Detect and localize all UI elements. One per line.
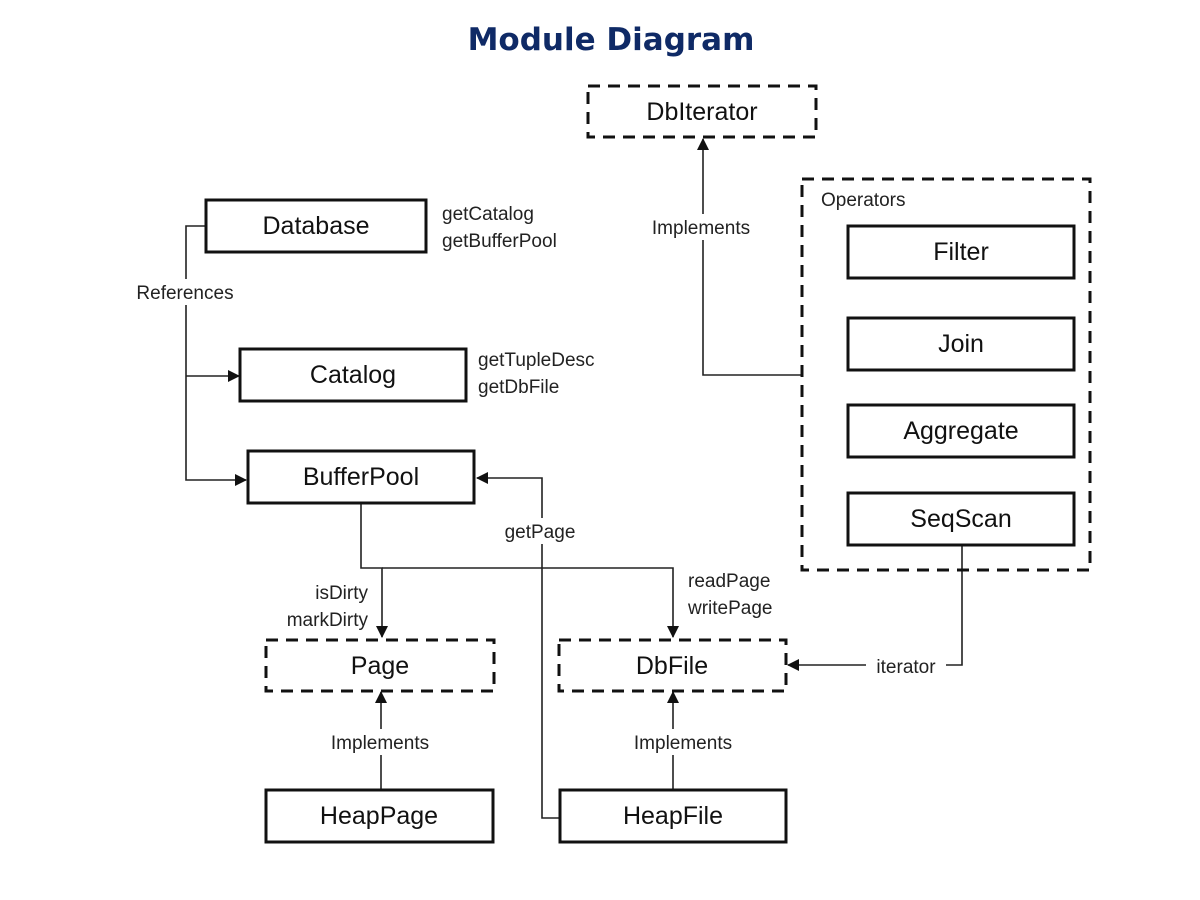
dbfile-label: DbFile	[636, 652, 708, 680]
catalog-method-gettupledesc: getTupleDesc	[478, 350, 595, 371]
filter-label: Filter	[933, 238, 989, 266]
dbfile-method-writepage: writePage	[687, 598, 773, 619]
dbfile-box	[557, 638, 788, 693]
getpage-label: getPage	[505, 522, 576, 543]
database-method-getcatalog: getCatalog	[442, 204, 534, 225]
bufferpool-to-page-connector	[360, 503, 388, 638]
filter-box	[846, 224, 1076, 280]
join-label: Join	[938, 330, 984, 358]
catalog-method-getdbfile: getDbFile	[478, 377, 559, 398]
dbiterator-box	[586, 84, 818, 139]
aggregate-box	[846, 403, 1076, 459]
dbfile-method-readpage: readPage	[688, 571, 770, 592]
operators-group	[800, 177, 1092, 572]
bufferpool-label: BufferPool	[303, 463, 419, 491]
seqscan-box	[846, 491, 1076, 547]
join-box	[846, 316, 1076, 372]
catalog-label: Catalog	[310, 361, 396, 389]
implements-dbfile-label: Implements	[634, 733, 732, 754]
page-method-isdirty: isDirty	[315, 583, 368, 604]
database-label: Database	[262, 212, 369, 240]
references-label: References	[136, 283, 233, 304]
page-box	[264, 638, 496, 693]
page-label: Page	[351, 652, 409, 680]
implements-dbiterator-label: Implements	[652, 218, 750, 239]
bufferpool-box	[246, 449, 476, 505]
database-method-getbufferpool: getBufferPool	[442, 231, 557, 252]
database-box	[204, 198, 428, 254]
heappage-label: HeapPage	[320, 802, 438, 830]
seqscan-label: SeqScan	[910, 505, 1011, 533]
heappage-box	[264, 788, 495, 844]
implements-page-label: Implements	[331, 733, 429, 754]
references-connector	[185, 225, 247, 486]
iterator-label: iterator	[876, 657, 936, 678]
catalog-box	[238, 347, 468, 403]
page-method-markdirty: markDirty	[287, 610, 369, 631]
heapfile-box	[558, 788, 788, 844]
bufferpool-to-dbfile-connector	[382, 567, 679, 638]
aggregate-label: Aggregate	[903, 417, 1018, 445]
operators-group-label: Operators	[821, 190, 905, 211]
slide-title: Module Diagram	[467, 22, 755, 58]
implements-dbiterator-connector	[697, 138, 802, 376]
iterator-connector	[787, 545, 963, 671]
getpage-connector	[476, 472, 560, 819]
heapfile-label: HeapFile	[623, 802, 723, 830]
dbiterator-label: DbIterator	[646, 98, 757, 126]
